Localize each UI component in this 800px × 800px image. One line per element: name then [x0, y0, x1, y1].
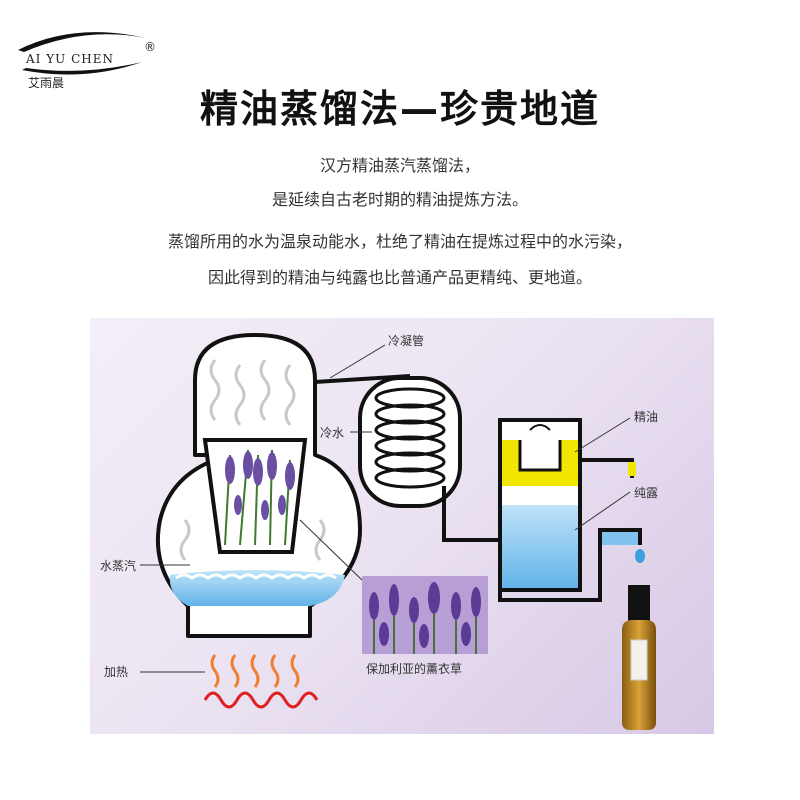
still-vessel — [155, 333, 362, 638]
steam-icon — [179, 359, 326, 561]
description-line-4: 因此得到的精油与纯露也比普通产品更精纯、更地道。 — [207, 268, 592, 287]
logo-swoosh-icon — [18, 32, 146, 75]
logo-chinese-text: 艾雨晨 — [28, 76, 65, 90]
label-heating: 加热 — [104, 665, 129, 679]
page-title: 精油蒸馏法—珍贵地道 — [199, 87, 600, 131]
lavender-field-icon — [362, 576, 488, 654]
label-hydrosol: 纯露 — [634, 486, 659, 500]
description-line-1: 汉方精油蒸汽蒸馏法， — [319, 156, 480, 175]
photo-caption: 保加利亚的薰衣草 — [366, 662, 463, 676]
logo-english-text: AI YU CHEN — [26, 52, 114, 66]
brand-logo: AI YU CHEN 艾雨晨 ® — [14, 18, 156, 90]
label-cold-water: 冷水 — [320, 426, 345, 440]
description-line-2: 是延续自古老时期的精油提炼方法。 — [271, 190, 528, 209]
lavender-photo — [362, 576, 488, 654]
registered-mark: ® — [144, 40, 156, 54]
oil-water-separator — [498, 418, 645, 602]
label-steam: 水蒸汽 — [100, 559, 137, 573]
label-condenser: 冷凝管 — [388, 334, 425, 348]
water-drop-icon — [635, 549, 645, 563]
essential-oil-bottle — [622, 585, 656, 730]
description-line-3: 蒸馏所用的水为温泉动能水，杜绝了精油在提炼过程中的水污染， — [167, 232, 632, 251]
label-essential-oil: 精油 — [634, 410, 659, 424]
heat-icon — [203, 654, 319, 709]
condenser-coil — [358, 376, 500, 542]
